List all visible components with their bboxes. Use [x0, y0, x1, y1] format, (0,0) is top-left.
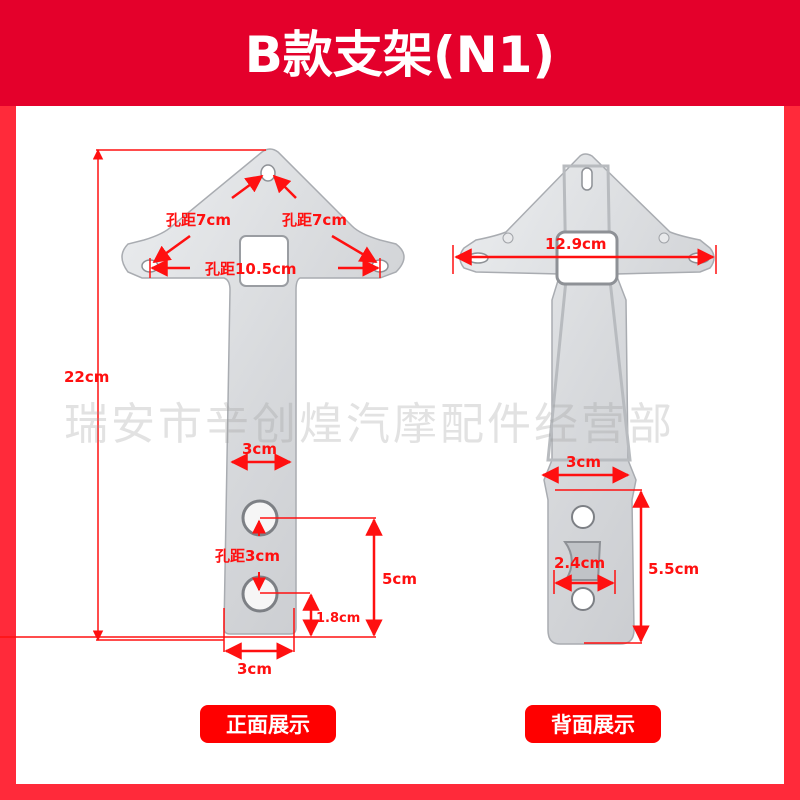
- front-dimension-lines: [0, 148, 383, 660]
- dim-total-height: 22cm: [64, 368, 110, 386]
- dim-stem-width: 3cm: [242, 440, 277, 458]
- dim-tab-length: 5.5cm: [648, 560, 700, 578]
- dim-hole-spacing-wide: 孔距10.5cm: [205, 260, 297, 278]
- header-banner: B款支架(N1): [0, 0, 800, 106]
- dim-lower-hole-spacing: 孔距3cm: [215, 547, 280, 565]
- dim-lower-span: 5cm: [382, 570, 417, 588]
- dim-total-width: 12.9cm: [545, 235, 607, 253]
- dim-hole-to-bottom: 1.8cm: [316, 611, 361, 626]
- dim-bottom-width: 3cm: [237, 660, 272, 678]
- page-title: B款支架(N1): [244, 26, 556, 84]
- back-dimension-lines: [452, 245, 717, 644]
- dim-back-stem-width: 3cm: [566, 453, 601, 471]
- dim-hole-spacing-left: 孔距7cm: [166, 211, 231, 229]
- dim-slot-width: 2.4cm: [554, 554, 606, 572]
- front-view-badge: 正面展示: [200, 705, 336, 743]
- dim-hole-spacing-right: 孔距7cm: [282, 211, 347, 229]
- watermark-text: 瑞安市辛创煌汽摩配件经营部: [64, 399, 675, 450]
- back-view-badge: 背面展示: [525, 705, 661, 743]
